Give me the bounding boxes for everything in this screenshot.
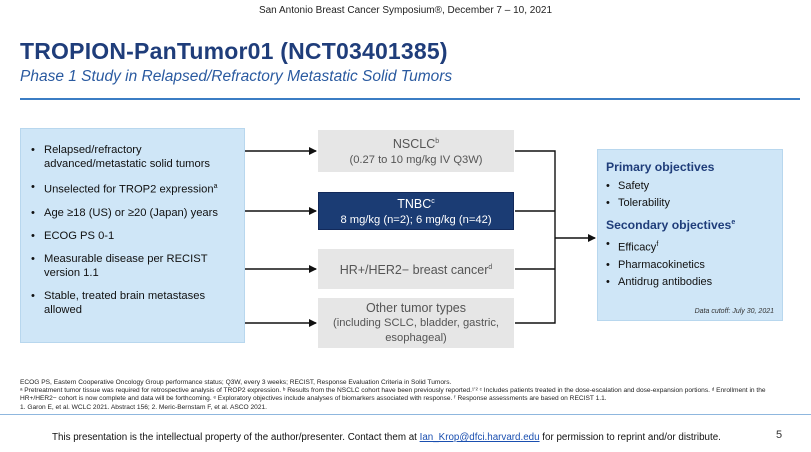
footnote-marker: a (213, 183, 218, 190)
contact-email-link[interactable]: Ian_Krop@dfci.harvard.edu (419, 432, 540, 443)
footnote-marker: d (488, 263, 493, 271)
cohort-other-tumors: Other tumor types (including SCLC, bladd… (318, 298, 514, 348)
footnote-marker: e (731, 218, 736, 226)
footer-text: This presentation is the intellectual pr… (52, 432, 420, 443)
cohort-hr-her2-breast: HR+/HER2− breast cancerd (318, 249, 514, 289)
criterion-text: ECOG PS 0-1 (44, 229, 115, 242)
cohort-name: NSCLC (392, 137, 436, 152)
title-divider (20, 98, 800, 100)
cohort-tnbc: TNBCc 8 mg/kg (n=2); 6 mg/kg (n=42) (318, 192, 514, 230)
footnote-marker: f (656, 241, 659, 248)
footnote-marker: b (435, 138, 440, 146)
objective-text: Tolerability (618, 197, 670, 209)
bracket-connector (515, 150, 556, 324)
objective-item: Pharmacokinetics (606, 257, 774, 274)
objective-item: Antidrug antibodies (606, 274, 774, 291)
cohort-name: Other tumor types (365, 300, 467, 315)
objective-text: Efficacy (618, 241, 657, 254)
criterion-text: Stable, treated brain metastases allowed (44, 289, 206, 316)
objective-text: Safety (618, 180, 650, 192)
conference-header: San Antonio Breast Cancer Symposium®, De… (258, 5, 553, 16)
criterion-item: Stable, treated brain metastases allowed (31, 289, 234, 317)
page-number: 5 (776, 429, 783, 441)
criterion-item: Relapsed/refractory advanced/metastatic … (31, 143, 234, 171)
cohort-dosing: 8 mg/kg (n=2); 6 mg/kg (n=42) (340, 213, 492, 226)
copyright-footer: This presentation is the intellectual pr… (52, 432, 721, 443)
objectives-panel: Primary objectives Safety Tolerability S… (597, 149, 783, 321)
criterion-item: Unselected for TROP2 expressiona (31, 180, 234, 197)
secondary-objectives-list: Efficacyf Pharmacokinetics Antidrug anti… (606, 236, 774, 291)
objective-item: Tolerability (606, 195, 774, 212)
criterion-item: Age ≥18 (US) or ≥20 (Japan) years (31, 206, 234, 220)
criterion-item: Measurable disease per RECIST version 1.… (31, 252, 234, 280)
data-cutoff-note: Data cutoff: July 30, 2021 (694, 308, 774, 315)
criterion-text: Unselected for TROP2 expression (44, 183, 214, 196)
slide-subtitle: Phase 1 Study in Relapsed/Refractory Met… (20, 68, 453, 85)
cohort-dosing: (including SCLC, bladder, gastric, esoph… (332, 316, 500, 344)
footnote-text: ᵃ Pretreatment tumor tissue was required… (20, 387, 766, 403)
secondary-objectives-heading: Secondary objectivese (606, 218, 774, 232)
criterion-text: Relapsed/refractory advanced/metastatic … (44, 144, 211, 170)
criterion-item: ECOG PS 0-1 (31, 229, 234, 243)
eligibility-criteria-panel: Relapsed/refractory advanced/metastatic … (20, 128, 245, 343)
objective-text: Pharmacokinetics (618, 258, 705, 271)
footnote-marker: c (431, 198, 435, 206)
criterion-text: Measurable disease per RECIST version 1.… (44, 252, 208, 279)
objective-item: Safety (606, 178, 774, 195)
primary-objectives-list: Safety Tolerability (606, 178, 774, 212)
cohort-nsclc: NSCLCb (0.27 to 10 mg/kg IV Q3W) (318, 130, 514, 172)
cohort-name: TNBC (397, 197, 432, 212)
objective-item: Efficacyf (606, 236, 774, 257)
abbreviations-note: ECOG PS, Eastern Cooperative Oncology Gr… (20, 379, 452, 386)
footer-divider (0, 414, 811, 415)
criterion-text: Age ≥18 (US) or ≥20 (Japan) years (44, 206, 218, 219)
primary-objectives-heading: Primary objectives (606, 160, 715, 174)
references: 1. Garon E, et al. WCLC 2021. Abstract 1… (20, 403, 268, 411)
slide-title: TROPION-PanTumor01 (NCT03401385) (20, 38, 448, 64)
footer-text: for permission to reprint and/or distrib… (539, 432, 721, 443)
objective-text: Antidrug antibodies (618, 275, 713, 288)
eligibility-criteria-list: Relapsed/refractory advanced/metastatic … (31, 143, 234, 317)
cohort-name: HR+/HER2− breast cancer (339, 263, 489, 278)
secondary-heading-text: Secondary objectives (606, 218, 732, 232)
cohort-dosing: (0.27 to 10 mg/kg IV Q3W) (349, 153, 483, 166)
footnotes: ECOG PS, Eastern Cooperative Oncology Gr… (20, 379, 790, 412)
